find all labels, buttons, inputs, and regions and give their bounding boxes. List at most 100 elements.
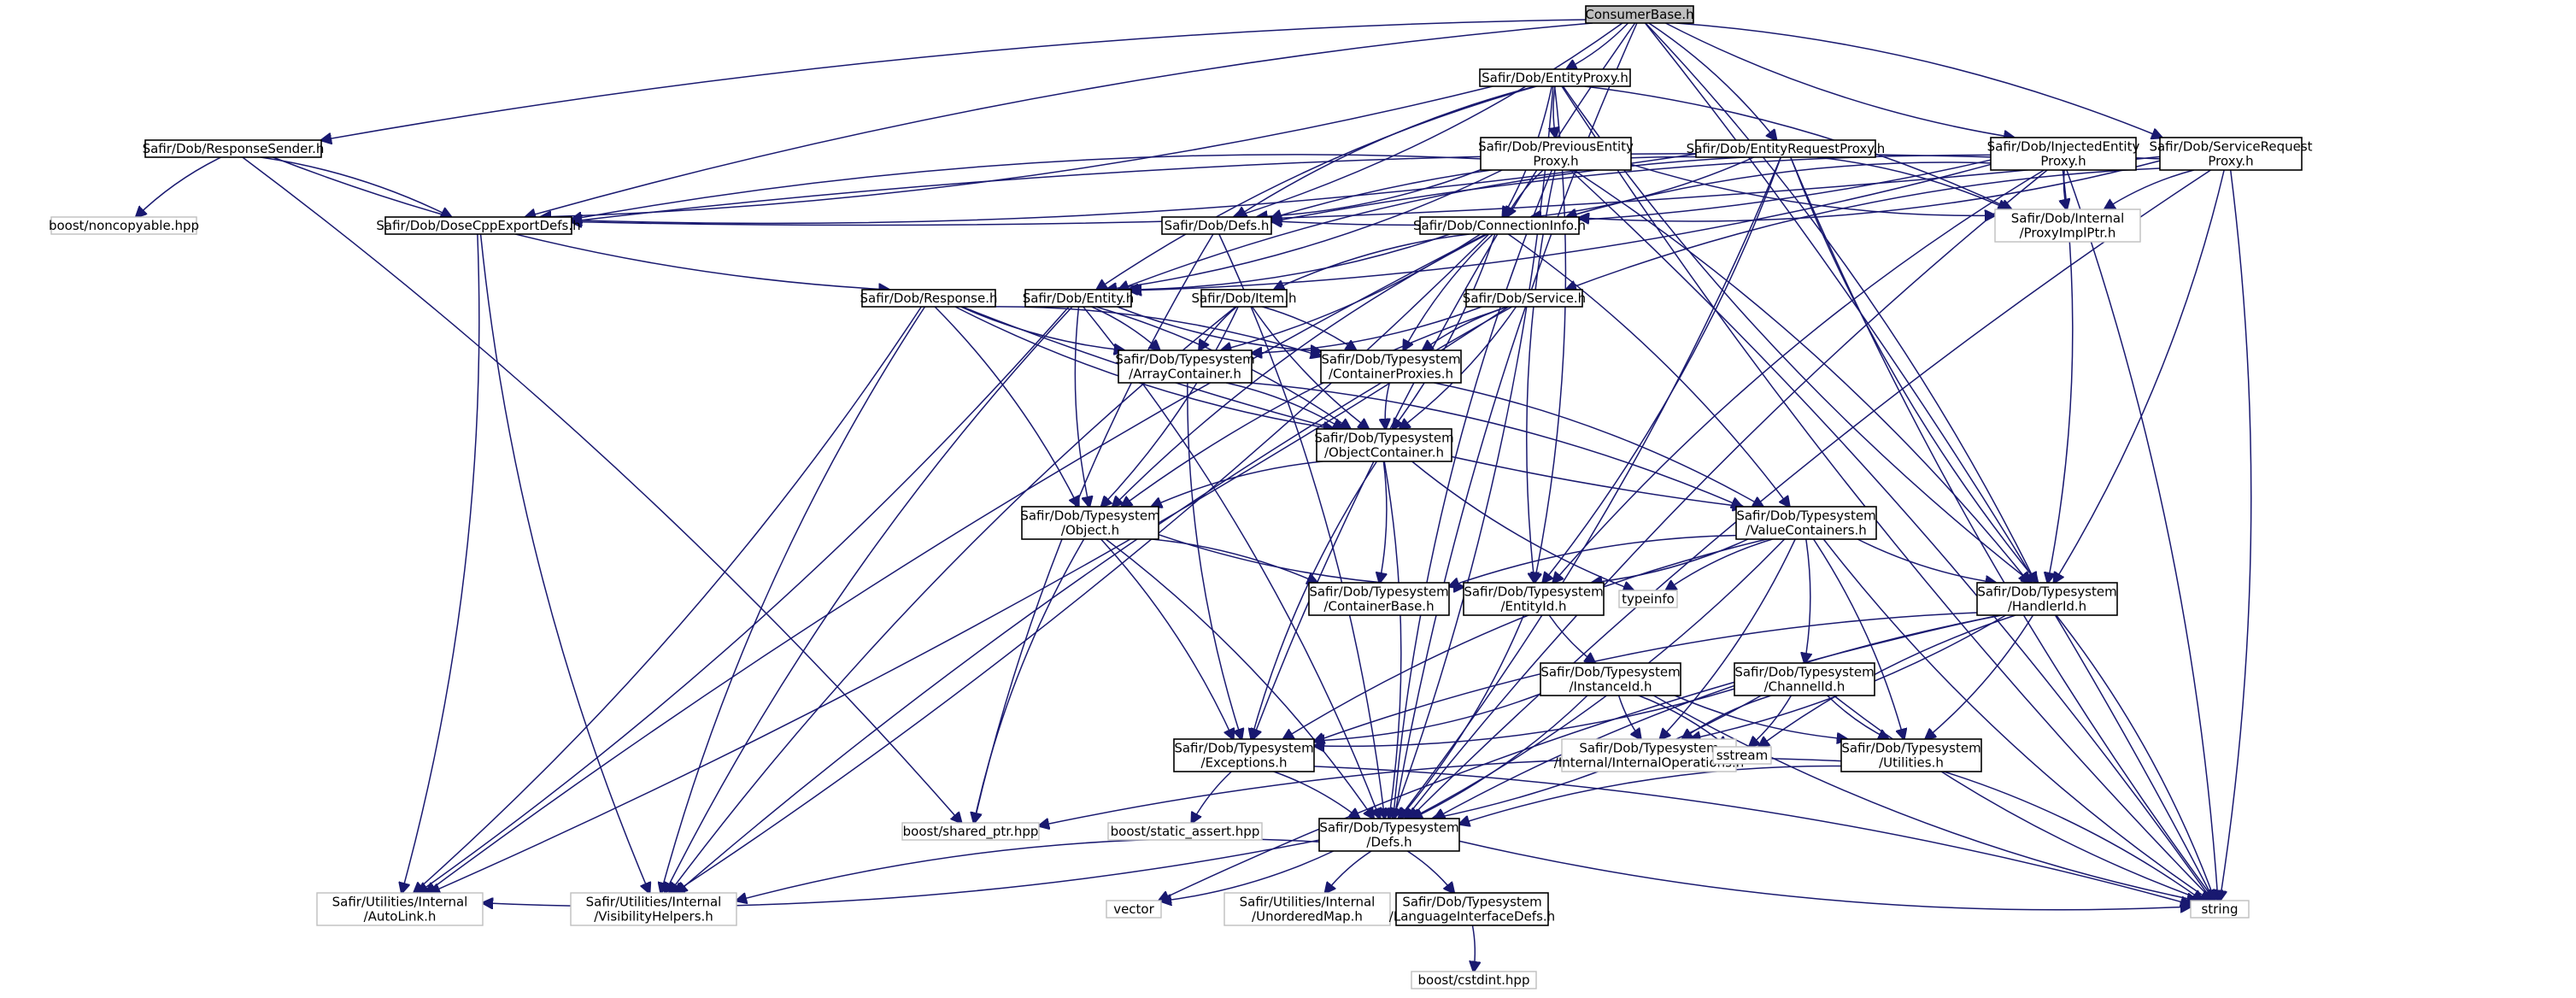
edge-entityproxy-to-proxyimpl [1584, 85, 2011, 209]
node-label: sstream [1716, 748, 1768, 763]
node-tsdefs[interactable]: Safir/Dob/Typesystem/Defs.h [1318, 818, 1460, 852]
edge-channelid-to-internalops [1682, 695, 1772, 739]
edge-response-to-visibility [661, 306, 926, 893]
edge-root-to-entityproxy [1566, 22, 1629, 69]
node-label: Safir/Dob/ResponseSender.h [143, 141, 325, 156]
node-objectcontainer[interactable]: Safir/Dob/Typesystem/ObjectContainer.h [1314, 428, 1454, 462]
edge-conninfo-to-containerproxies [1404, 233, 1493, 350]
edge-conninfo-to-objectcontainer [1393, 233, 1496, 429]
edge-response-to-object [934, 306, 1078, 507]
node-label: boost/shared_ptr.hpp [903, 824, 1039, 840]
node-box [1540, 662, 1681, 696]
node-label: /AutoLink.h [364, 909, 437, 925]
edge-objectcontainer-to-object [1152, 461, 1323, 507]
node-box [861, 289, 996, 308]
edge-utilities-to-string [1943, 771, 2203, 901]
node-dosecpp[interactable]: Safir/Dob/DoseCppExportDefs.h [376, 216, 581, 235]
edge-channelid-to-string [1833, 695, 2204, 901]
edge-handlerid-to-string [2055, 614, 2215, 901]
edge-exceptions-to-tsdefs [1273, 771, 1360, 819]
node-label: boost/static_assert.hpp [1111, 824, 1260, 840]
node-channelid[interactable]: Safir/Dob/Typesystem/ChannelId.h [1734, 662, 1875, 696]
edge-tsdefs-to-unorderedmap [1325, 850, 1372, 893]
edge-entreqproxy-to-dosecpp [572, 153, 1697, 223]
edge-service-to-object [1122, 306, 1508, 507]
node-label: /Exceptions.h [1201, 755, 1288, 771]
node-conninfo[interactable]: Safir/Dob/ConnectionInfo.h [1413, 216, 1586, 235]
node-label: Safir/Dob/ConnectionInfo.h [1413, 218, 1586, 233]
edge-root-to-dobdefs [1234, 22, 1623, 217]
node-box [901, 822, 1040, 841]
edge-svcreqproxy-to-proxyimpl [2104, 169, 2194, 209]
edge-entity-to-containerproxies [1117, 306, 1321, 351]
node-vector: vector [1106, 900, 1162, 919]
edge-conninfo-to-visibility [674, 233, 1490, 893]
edge-tsdefs-to-vector [1161, 850, 1335, 901]
edge-injproxy-to-entityid [1553, 169, 2045, 583]
edge-exceptions-to-string [1313, 766, 2191, 905]
edge-svcreqproxy-to-handlerid [2054, 169, 2225, 583]
node-responsesender[interactable]: Safir/Dob/ResponseSender.h [143, 139, 325, 158]
node-label: Safir/Dob/Typesystem [1174, 741, 1313, 756]
node-box [384, 216, 572, 235]
node-exceptions[interactable]: Safir/Dob/Typesystem/Exceptions.h [1173, 738, 1315, 772]
node-utilities[interactable]: Safir/Dob/Typesystem/Utilities.h [1840, 738, 1982, 772]
node-entityid[interactable]: Safir/Dob/Typesystem/EntityId.h [1463, 582, 1605, 616]
node-containerproxies[interactable]: Safir/Dob/Typesystem/ContainerProxies.h [1320, 349, 1462, 384]
edge-arraycontainer-to-valuecontainers [1249, 382, 1741, 507]
node-label: Safir/Dob/PreviousEntity [1478, 139, 1634, 155]
edge-entreqproxy-to-proxyimpl [1816, 156, 2009, 209]
node-label: Safir/Dob/Defs.h [1165, 218, 1270, 233]
node-label: /Internal/InternalOperations.h [1554, 755, 1744, 771]
edge-dosecpp-to-autolink [402, 233, 480, 893]
node-dobdefs[interactable]: Safir/Dob/Defs.h [1161, 216, 1272, 235]
node-label: Safir/Dob/Typesystem [1841, 741, 1980, 756]
node-label: Safir/Dob/EntityRequestProxy.h [1687, 141, 1886, 156]
node-containerbase[interactable]: Safir/Dob/Typesystem/ContainerBase.h [1308, 582, 1450, 616]
node-label: Safir/Dob/Internal [2011, 211, 2125, 226]
node-entity[interactable]: Safir/Dob/Entity.h [1023, 289, 1135, 308]
node-label: Safir/Dob/Typesystem [1115, 352, 1254, 367]
node-valuecontainers[interactable]: Safir/Dob/Typesystem/ValueContainers.h [1735, 506, 1877, 540]
edge-entreqproxy-to-entityid [1543, 156, 1782, 583]
node-instanceid[interactable]: Safir/Dob/Typesystem/InstanceId.h [1540, 662, 1681, 696]
node-box [1419, 216, 1580, 235]
node-box [1173, 738, 1315, 772]
node-label: /ProxyImplPtr.h [2020, 226, 2116, 241]
node-response[interactable]: Safir/Dob/Response.h [860, 289, 998, 308]
edge-valuecontainers-to-entityid [1592, 538, 1749, 583]
node-langiface[interactable]: Safir/Dob/Typesystem/LanguageInterfaceDe… [1389, 892, 1555, 926]
edge-tsdefs-to-langiface [1406, 850, 1454, 893]
node-label: /ContainerBase.h [1323, 599, 1434, 614]
edge-object-to-containerbase [1152, 538, 1317, 583]
edge-svcreqproxy-to-dosecpp [572, 156, 2161, 225]
node-entityproxy[interactable]: Safir/Dob/EntityProxy.h [1479, 68, 1631, 87]
edge-valuecontainers-to-exceptions [1283, 538, 1768, 739]
edge-root-to-svcreqproxy [1675, 22, 2162, 138]
node-string: string [2190, 900, 2250, 919]
edge-entreqproxy-to-entity [1118, 156, 1746, 290]
node-label: /ArrayContainer.h [1129, 367, 1241, 382]
node-object[interactable]: Safir/Dob/Typesystem/Object.h [1020, 506, 1160, 540]
edge-object-to-tsdefs [1105, 538, 1374, 819]
edge-entityproxy-to-dosecpp [541, 85, 1493, 217]
node-label: Safir/Dob/Typesystem [1402, 895, 1541, 910]
edge-root-to-tsdefs [1394, 22, 1638, 819]
node-item[interactable]: Safir/Dob/Item.h [1191, 289, 1297, 308]
edge-item-to-object [1101, 306, 1239, 507]
edge-dobdefs-to-tsdefs [1218, 233, 1385, 819]
node-box [1107, 822, 1263, 841]
node-label: /UnorderedMap.h [1252, 909, 1363, 925]
node-arraycontainer[interactable]: Safir/Dob/Typesystem/ArrayContainer.h [1115, 349, 1255, 384]
node-entreqproxy[interactable]: Safir/Dob/EntityRequestProxy.h [1687, 139, 1886, 158]
edge-root-to-dosecpp [525, 22, 1593, 217]
edge-entity-to-object [1074, 306, 1089, 507]
node-box [1024, 289, 1132, 308]
node-handlerid[interactable]: Safir/Dob/Typesystem/HandlerId.h [1976, 582, 2118, 616]
node-service[interactable]: Safir/Dob/Service.h [1463, 289, 1586, 308]
node-autolink: Safir/Utilities/Internal/AutoLink.h [316, 892, 484, 926]
edge-response-to-autolink [414, 306, 922, 893]
